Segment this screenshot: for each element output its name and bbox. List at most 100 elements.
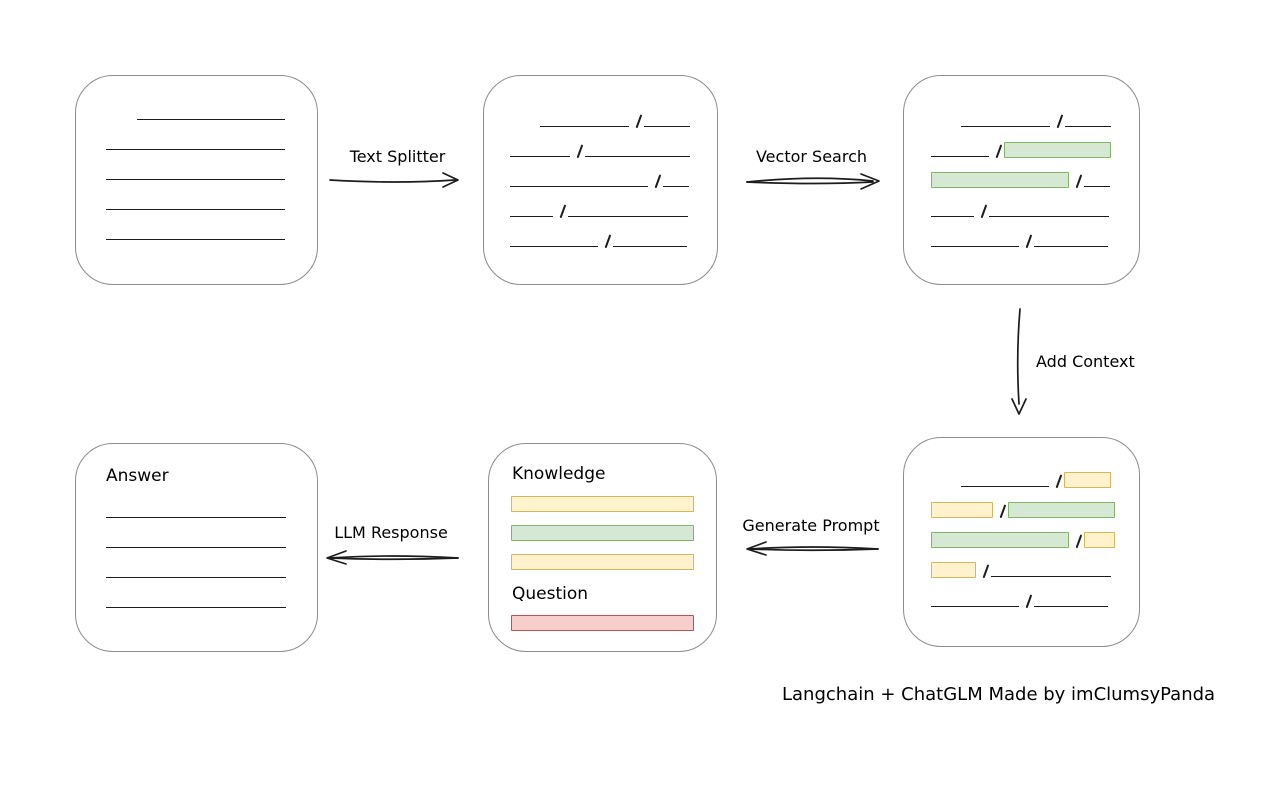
red-bar xyxy=(511,615,694,631)
answer-lines xyxy=(106,489,286,609)
text-line-row xyxy=(106,519,286,549)
text-line xyxy=(643,126,690,127)
vector-match-rows xyxy=(931,98,1111,249)
text-splitter-arrow xyxy=(329,172,459,188)
chunk-row xyxy=(931,188,1111,219)
text-line xyxy=(931,606,1019,607)
slash-separator xyxy=(1055,474,1063,489)
chunk-row xyxy=(931,218,1111,249)
slash-separator xyxy=(1075,174,1083,189)
slash-separator xyxy=(654,174,662,189)
question-bar xyxy=(511,615,694,644)
slash-separator xyxy=(982,564,990,579)
text-line xyxy=(931,216,974,217)
text-line xyxy=(931,156,989,157)
vector-search-arrow xyxy=(746,173,880,190)
green-highlight-bar xyxy=(1004,142,1111,158)
answer-label: Answer xyxy=(106,466,169,486)
chunk-row xyxy=(510,188,690,219)
text-line xyxy=(540,126,629,127)
split-chunks-node xyxy=(483,75,718,285)
chunk-row xyxy=(931,158,1111,189)
text-line xyxy=(931,246,1019,247)
context-chunks-node xyxy=(903,437,1140,647)
text-line xyxy=(1084,186,1110,187)
generate-prompt-arrow xyxy=(746,541,879,556)
text-line xyxy=(106,149,285,150)
slash-separator xyxy=(604,234,612,249)
yellow-bar xyxy=(511,496,694,512)
text-line xyxy=(584,156,690,157)
context-chunk-rows xyxy=(931,458,1115,609)
text-line-row xyxy=(106,91,285,121)
add-context-label: Add Context xyxy=(1036,352,1135,371)
yellow-highlight-bar xyxy=(931,502,993,518)
text-line-row xyxy=(106,579,286,609)
prompt-node: Knowledge Question xyxy=(488,443,717,652)
green-bar xyxy=(511,525,694,541)
text-line xyxy=(961,486,1049,487)
chunk-row xyxy=(510,158,690,189)
slash-separator xyxy=(1075,534,1083,549)
generate-prompt-label: Generate Prompt xyxy=(742,516,880,535)
text-line xyxy=(106,577,286,578)
slash-separator xyxy=(980,204,988,219)
vector-search-label: Vector Search xyxy=(755,147,868,166)
chunk-row xyxy=(931,98,1111,129)
yellow-bar xyxy=(511,554,694,570)
yellow-highlight-bar xyxy=(931,562,976,578)
chunk-row xyxy=(931,128,1111,159)
text-line xyxy=(106,607,286,608)
text-line xyxy=(613,246,687,247)
chunk-row xyxy=(931,458,1111,489)
answer-node: Answer xyxy=(75,443,318,652)
slash-separator xyxy=(1025,594,1033,609)
text-line xyxy=(510,186,648,187)
green-highlight-bar xyxy=(931,172,1069,188)
yellow-highlight-bar xyxy=(1064,472,1111,488)
llm-response-arrow xyxy=(326,550,459,565)
text-line-row xyxy=(106,181,285,211)
text-line xyxy=(510,246,598,247)
slash-separator xyxy=(576,144,584,159)
text-line xyxy=(663,186,689,187)
llm-response-label: LLM Response xyxy=(334,523,448,542)
text-line xyxy=(106,179,285,180)
chunk-row xyxy=(510,98,690,129)
chunk-row xyxy=(931,548,1111,579)
source-document-node xyxy=(75,75,318,285)
text-line-row xyxy=(106,151,285,181)
text-line-row xyxy=(106,121,285,151)
text-line-row xyxy=(106,549,286,579)
text-splitter-label: Text Splitter xyxy=(349,147,446,166)
text-line xyxy=(1034,246,1108,247)
diagram-caption: Langchain + ChatGLM Made by imClumsyPand… xyxy=(782,684,1216,705)
text-line xyxy=(106,547,286,548)
text-line-row xyxy=(106,489,286,519)
add-context-arrow xyxy=(1011,308,1027,415)
text-line xyxy=(989,216,1109,217)
knowledge-bars xyxy=(511,496,694,583)
slash-separator xyxy=(1025,234,1033,249)
document-lines xyxy=(106,91,285,241)
green-highlight-bar xyxy=(1008,502,1115,518)
text-line xyxy=(991,576,1111,577)
chunk-row xyxy=(510,128,690,159)
slash-separator xyxy=(635,114,642,129)
green-highlight-bar xyxy=(931,532,1069,548)
text-line xyxy=(510,156,570,157)
text-line xyxy=(106,517,286,518)
text-line xyxy=(106,239,285,240)
chunk-row xyxy=(931,488,1115,519)
slash-separator xyxy=(559,204,567,219)
text-line xyxy=(568,216,688,217)
slash-separator xyxy=(995,144,1003,159)
knowledge-label: Knowledge xyxy=(512,464,606,484)
split-chunk-rows xyxy=(510,98,690,249)
text-line xyxy=(1034,606,1108,607)
text-line xyxy=(961,126,1050,127)
text-line xyxy=(106,209,285,210)
slash-separator xyxy=(1056,114,1063,129)
vector-search-results-node xyxy=(903,75,1140,285)
